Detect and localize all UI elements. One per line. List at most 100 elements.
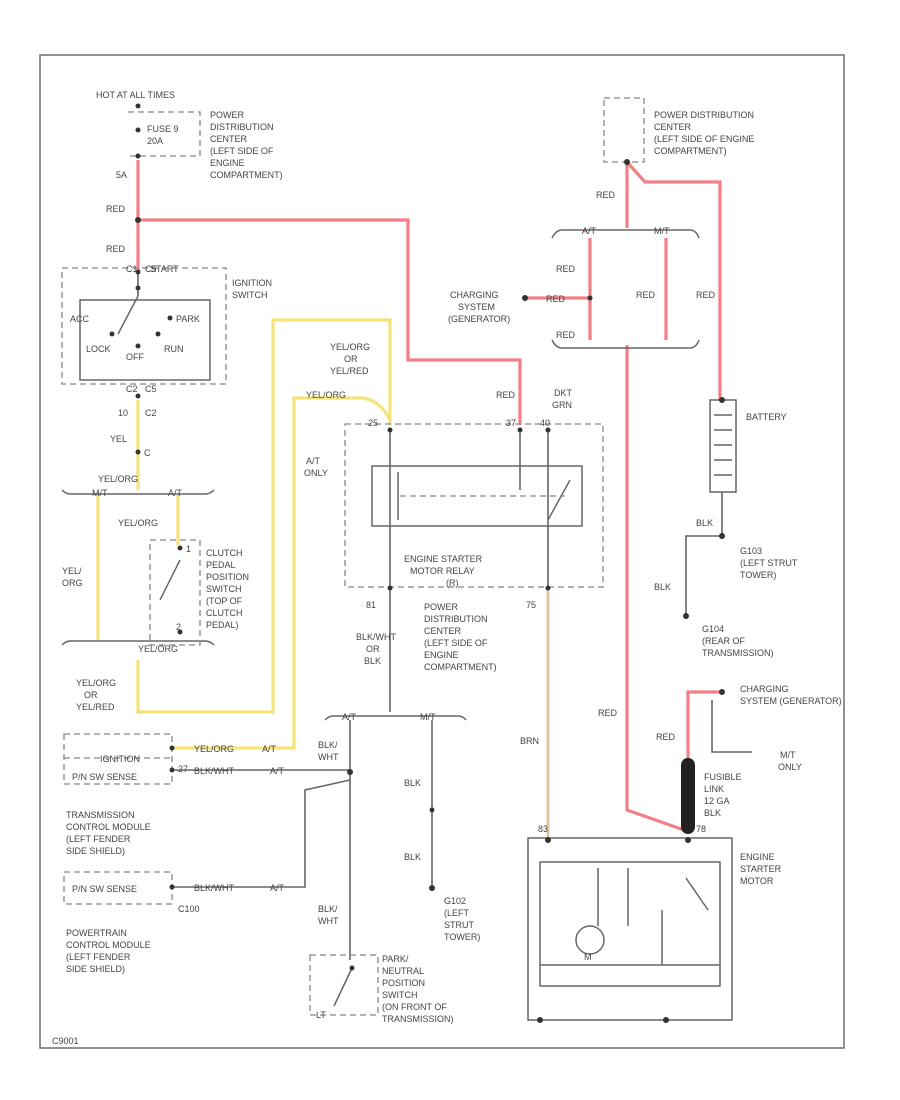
label-fuse-name: FUSE 9 (147, 124, 179, 134)
pnp-switch-box (309, 954, 379, 1016)
label-ign-c1: C1 (126, 264, 138, 274)
label-mt-2: M/T (420, 712, 436, 722)
label-pnp-3: POSITION (382, 978, 425, 988)
label-pdc-mid-6: COMPARTMENT) (424, 662, 497, 672)
label-pnp-5: (ON FRONT OF (382, 1002, 447, 1012)
label-relay-pin-37: 37 (506, 418, 516, 428)
label-battery: BATTERY (746, 412, 787, 422)
label-pcm-conn: C100 (178, 904, 200, 914)
label-relay-3: (R) (446, 578, 459, 588)
label-g102-4: TOWER) (444, 932, 480, 942)
label-g102-3: STRUT (444, 920, 474, 930)
dot-starter-brn (545, 837, 551, 843)
label-pcm-3: (LEFT FENDER (66, 952, 131, 962)
relay-inner (371, 465, 583, 527)
label-blk-wht-1: BLK/WHT (356, 632, 397, 642)
label-pdc-right-1: POWER DISTRIBUTION (654, 110, 754, 120)
wire-blk-relay-inside (389, 430, 549, 588)
label-pdc-right-2: CENTER (654, 122, 692, 132)
relay-box-dashed (344, 423, 604, 588)
label-yor-1b: OR (84, 690, 98, 700)
wire-red-long-to-starter (625, 345, 685, 832)
starter-solenoid-winding (540, 868, 720, 966)
label-pcm-1: POWERTRAIN (66, 928, 127, 938)
label-clutch-2: PEDAL (206, 560, 236, 570)
label-fusible-1: FUSIBLE (704, 772, 742, 782)
label-run: RUN (164, 344, 184, 354)
label-park: PARK (176, 314, 200, 324)
label-blk-wht-7a: BLK/ (318, 904, 338, 914)
wire-blk-pcm-sense (172, 779, 351, 888)
label-relay-pin-25: 25 (368, 418, 378, 428)
label-fusible-4: BLK (704, 808, 721, 818)
wire-red-to-relay (138, 218, 522, 425)
battery-box (709, 399, 737, 493)
label-starter-m: M (584, 952, 592, 962)
label-yor-1c: YEL/RED (76, 702, 115, 712)
dot-charging (522, 295, 528, 301)
diagram-border (39, 54, 845, 1049)
label-yel-org-4: YEL/ORG (194, 744, 234, 754)
label-ign-c2: C2 (126, 384, 138, 394)
dot-relay-25 (387, 427, 393, 433)
label-pdc-mid-1: POWER (424, 602, 459, 612)
label-relay-1: ENGINE STARTER (404, 554, 483, 564)
dot-ign-start (135, 285, 141, 291)
dot-fuse-top (135, 103, 141, 109)
label-footer: C9001 (52, 1036, 79, 1046)
label-charging-3: (GENERATOR) (448, 314, 510, 324)
label-red-r5: RED (556, 330, 576, 340)
dot-pdc-right (624, 159, 630, 165)
wire-red-pdc-to-battery (625, 160, 722, 400)
label-charging-2: SYSTEM (458, 302, 495, 312)
label-red-r6: RED (696, 290, 716, 300)
label-acc: ACC (70, 314, 90, 324)
wires (96, 160, 752, 960)
label-blk-wht-2: OR (366, 644, 380, 654)
dot-starter-red (685, 837, 691, 843)
wire-yel-or-yel-red-2 (172, 396, 392, 750)
label-g104-2: (REAR OF (702, 636, 746, 646)
label-yor-2c: YEL/RED (330, 366, 369, 376)
dot-battery-bottom (719, 533, 725, 539)
ign-contact-park (167, 315, 173, 321)
clutch-switch-blade (159, 559, 181, 601)
text-labels: HOT AT ALL TIMES FUSE 9 20A POWER DISTRI… (52, 90, 842, 1046)
label-at-only-1: A/T (306, 456, 321, 466)
label-relay-pin-75: 75 (526, 600, 536, 610)
label-mt-1: M/T (92, 488, 108, 498)
label-pdc-left-3: CENTER (210, 134, 248, 144)
label-red-r3: RED (546, 294, 566, 304)
dot-battery-top (719, 397, 725, 403)
label-relay-pin-81: 81 (366, 600, 376, 610)
label-charging-1: CHARGING (450, 290, 499, 300)
label-starter-1: ENGINE (740, 852, 775, 862)
label-hot-at-all-times: HOT AT ALL TIMES (96, 90, 175, 100)
label-pnp-4: SWITCH (382, 990, 418, 1000)
label-red-r1: RED (596, 190, 616, 200)
label-red-relay: RED (496, 390, 516, 400)
starter-solenoid-blade (685, 877, 709, 911)
label-g103-1: G103 (740, 546, 762, 556)
label-g104-3: TRANSMISSION) (702, 648, 774, 658)
label-at-only-2: ONLY (304, 468, 328, 478)
components (61, 97, 737, 1021)
label-at-6: A/T (270, 883, 285, 893)
label-mt-only-1: M/T (780, 750, 796, 760)
label-g103-3: TOWER) (740, 570, 776, 580)
label-clutch-pin-2: 2 (176, 622, 181, 632)
fuse-box-dashed (128, 111, 201, 157)
label-at-4: A/T (262, 744, 277, 754)
ignition-switch-inner (79, 299, 211, 381)
label-pdc-left-6: COMPARTMENT) (210, 170, 283, 180)
starter-motor-inner (539, 861, 721, 987)
dot-clutch-1 (177, 545, 183, 551)
wire-red-charging-bottom (686, 690, 722, 760)
label-tcm-3: (LEFT FENDER (66, 834, 131, 844)
label-blk-wht-4: BLK/WHT (194, 766, 235, 776)
label-blk-wht-6: BLK/WHT (194, 883, 235, 893)
label-at-1: A/T (168, 488, 183, 498)
label-pin-78: 78 (696, 824, 706, 834)
label-fusible-2: LINK (704, 784, 724, 794)
dot-ignition-term (169, 745, 175, 751)
